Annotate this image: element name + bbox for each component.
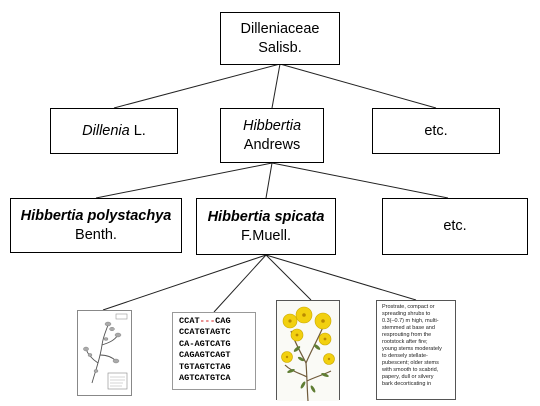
node-genus-hibbertia: Hibbertia Andrews: [220, 108, 324, 163]
dna-sequence-row: TGTAGTCTAG: [179, 361, 231, 372]
description-line: bark decorticating in: [382, 381, 432, 387]
alignment-gap: ---: [199, 316, 216, 326]
description-line: papery, dull or silvery: [382, 374, 434, 380]
description-line: Prostrate, compact or: [382, 304, 435, 310]
description-line: spreading shrubs to: [382, 311, 431, 317]
genus-name: Dillenia: [82, 122, 130, 139]
node-label: etc.: [443, 218, 467, 235]
description-line: to densely stellate-: [382, 353, 428, 359]
node-authority: Benth.: [75, 226, 117, 243]
node-genus-etc: etc.: [372, 108, 500, 154]
node-authority: Salisb.: [258, 39, 302, 56]
dna-sequence-row: AGTCATGTCA: [179, 373, 231, 384]
connector-line: [213, 254, 267, 313]
node-species-etc: etc.: [382, 198, 528, 255]
connector-line: [265, 162, 273, 199]
description-line: 0.3(–0.7) m high, multi-: [382, 318, 439, 324]
dna-sequence-row: CAGAGTCAGT: [179, 350, 231, 361]
description-line: young stems moderately: [382, 346, 442, 352]
plant-photo-thumbnail: [276, 300, 340, 402]
connector-line: [95, 162, 273, 199]
genus-name: Hibbertia: [242, 117, 302, 134]
node-authority: L.: [129, 122, 146, 139]
dna-sequence-row: CCAT---CAG: [179, 316, 231, 326]
description-line: pubescent; older stems: [382, 360, 439, 366]
description-line: with smooth to scabrid,: [382, 367, 439, 373]
species-name: Hibbertia polystachya: [20, 207, 172, 224]
plant-photo-image: [277, 301, 339, 402]
connector-line: [265, 254, 417, 301]
dna-alignment-thumbnail: CCAT---CAG CCATGTAGTC CA-AGTCATG CAGAGTC…: [172, 312, 256, 390]
node-label: Dilleniaceae: [240, 20, 320, 37]
description-line: stemmed at base and: [382, 325, 435, 331]
node-family-dilleniaceae: Dilleniaceae Salisb.: [220, 12, 340, 65]
description-line: rootstock after fire;: [382, 339, 428, 345]
connector-line: [265, 254, 312, 301]
connector-line: [271, 162, 449, 199]
node-genus-dillenia: Dillenia L.: [50, 108, 178, 154]
node-species-spicata: Hibbertia spicata F.Muell.: [196, 198, 336, 255]
herbarium-specimen-image: [83, 313, 128, 390]
node-label: etc.: [424, 122, 448, 139]
connector-line: [271, 63, 281, 109]
node-label-line: Dillenia L.: [82, 122, 146, 141]
description-line: resprouting from the: [382, 332, 432, 338]
herbarium-specimen-thumbnail: [77, 310, 132, 396]
connector-line: [102, 254, 267, 311]
dna-sequence-row: CA-AGTCATG: [179, 338, 231, 349]
dna-sequence-row: CCATGTAGTC: [179, 327, 231, 338]
species-name: Hibbertia spicata: [207, 208, 325, 225]
node-authority: Andrews: [243, 136, 301, 153]
connector-line: [279, 63, 437, 109]
connector-line: [113, 63, 281, 109]
node-authority: F.Muell.: [241, 227, 291, 244]
species-description-thumbnail: Prostrate, compact or spreading shrubs t…: [376, 300, 456, 400]
node-species-polystachya: Hibbertia polystachya Benth.: [10, 198, 182, 253]
